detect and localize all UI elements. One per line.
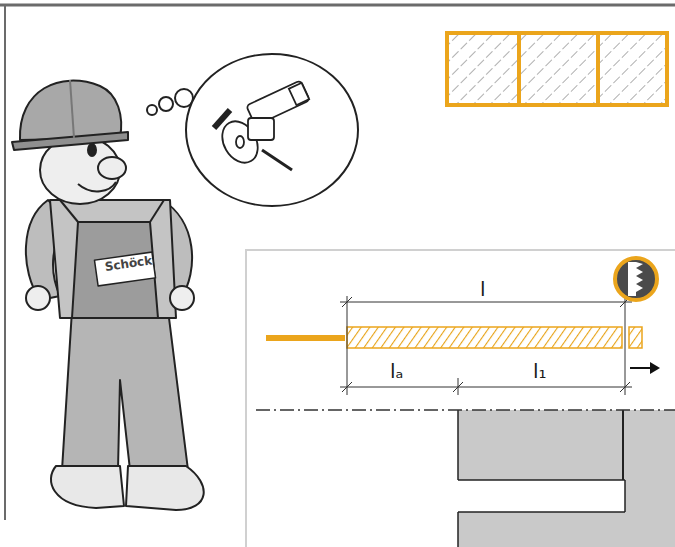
dimension-label: lₐ: [390, 360, 403, 382]
threaded-rod: [266, 327, 660, 374]
dimension-label: l₁: [533, 360, 547, 382]
top-rule: [0, 4, 675, 7]
saw-icon: [615, 258, 657, 300]
dimension-label: l: [480, 278, 486, 300]
side-rule: [4, 5, 6, 520]
dimension-lines: [340, 296, 632, 395]
angle-grinder: [214, 80, 310, 170]
worker-figure: [12, 80, 204, 510]
thought-bubble: [147, 54, 358, 206]
material-boxes: [447, 33, 667, 105]
detail-panel: [246, 250, 675, 547]
